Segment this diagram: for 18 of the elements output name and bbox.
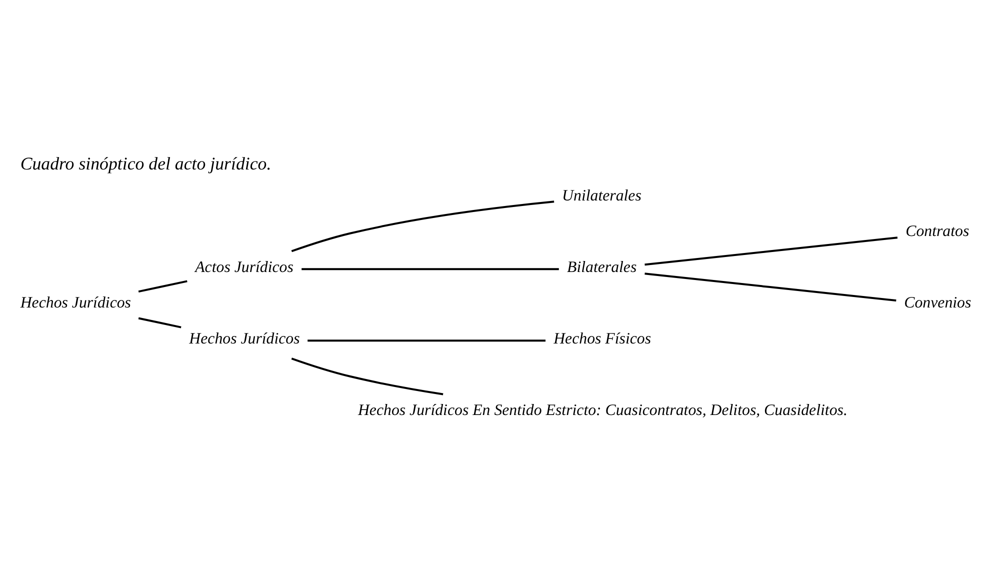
diagram-title: Cuadro sinóptico del acto jurídico.	[20, 153, 272, 174]
node-text: Convenios	[904, 294, 972, 312]
node-text: Hechos Jurídicos	[189, 330, 300, 348]
connector	[138, 280, 188, 293]
connector	[291, 200, 554, 252]
connector	[302, 268, 559, 270]
node-text: Hechos Jurídicos	[20, 294, 131, 312]
node-text: Contratos	[906, 223, 970, 240]
node-text: Unilaterales	[562, 187, 642, 204]
node-text: Bilaterales	[567, 258, 637, 276]
connector	[138, 317, 182, 328]
connector	[308, 340, 546, 342]
connector	[644, 236, 898, 266]
node-text: Actos Jurídicos	[195, 258, 294, 276]
node-text: Hechos Jurídicos En Sentido Estricto: Cuasicontratos, Delitos, Cuasidelitos.	[358, 402, 848, 419]
node-text: Hechos Físicos	[554, 330, 652, 348]
connector	[291, 358, 444, 396]
connector	[644, 272, 896, 302]
